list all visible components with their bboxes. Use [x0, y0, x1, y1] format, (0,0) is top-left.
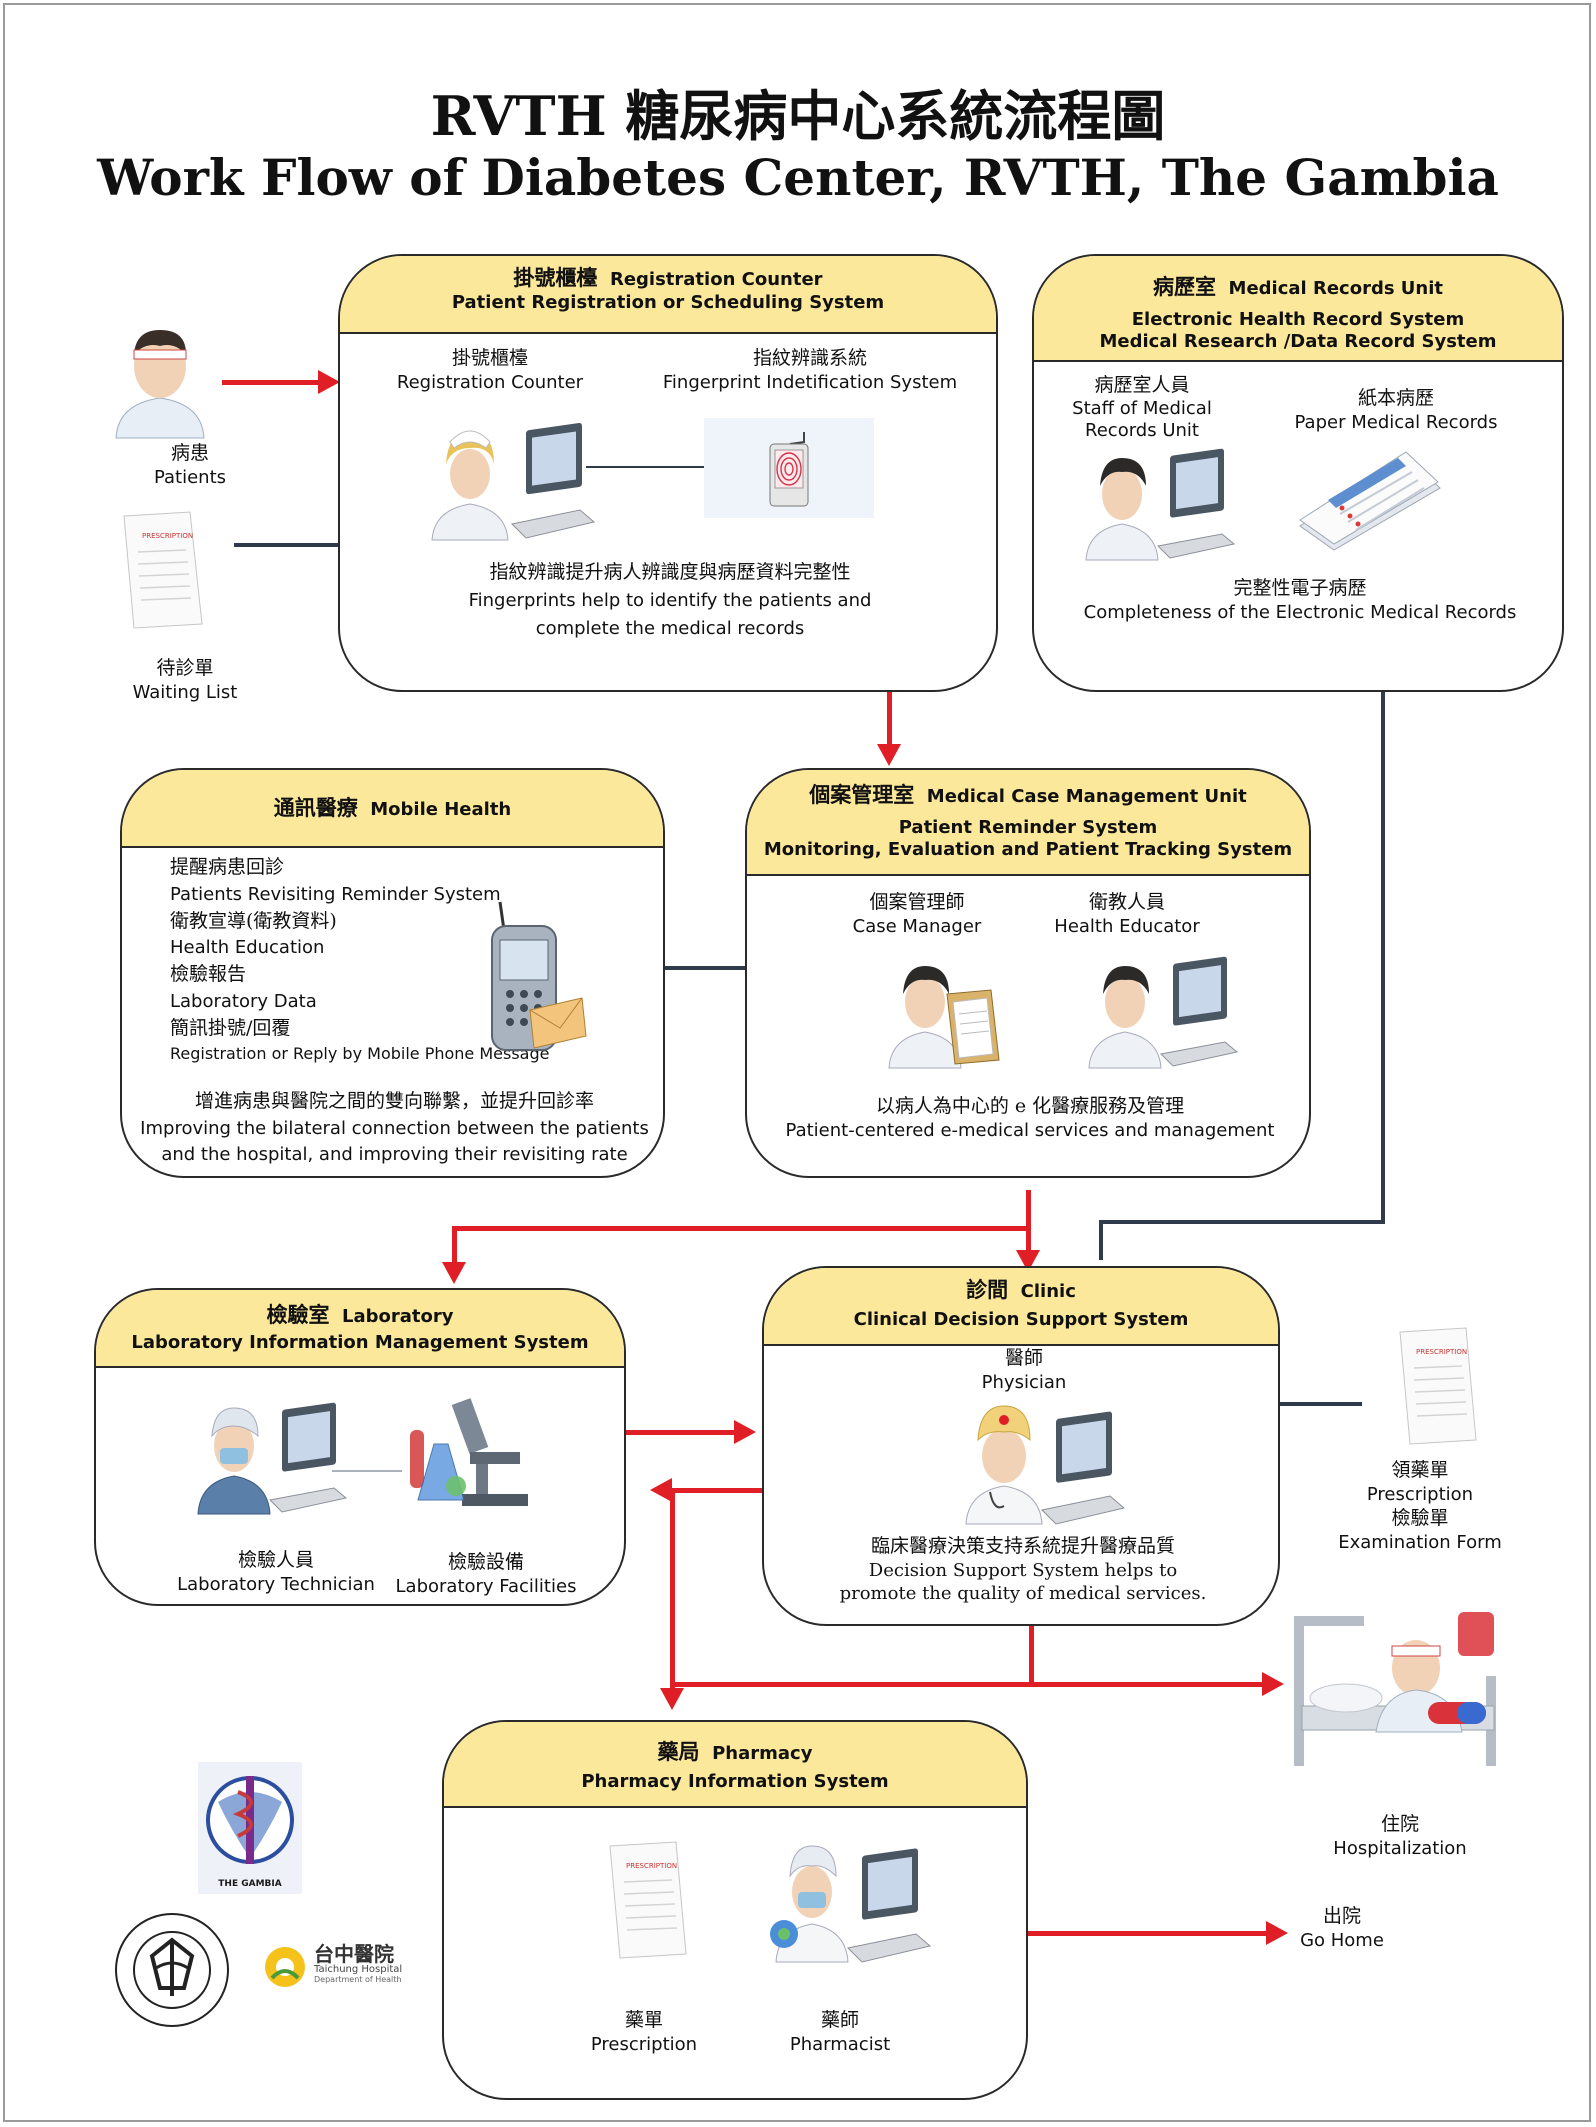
- pharmacy-header: 藥局 Pharmacy Pharmacy Information System: [444, 1722, 1026, 1808]
- registration-header: 掛號櫃檯 Registration Counter Patient Regist…: [340, 256, 996, 334]
- arrow-pharmacy-to-home: [1028, 1931, 1268, 1936]
- arrow-lab-to-clinic: [626, 1430, 736, 1435]
- case-management-box: 個案管理室 Medical Case Management Unit Patie…: [745, 768, 1311, 1178]
- page-frame: [3, 3, 1591, 2122]
- arrow-case-to-clinic: [1026, 1226, 1031, 1252]
- arrowhead-icon: [877, 744, 901, 766]
- arrow-to-hospitalization: [670, 1682, 1264, 1687]
- arrow-case-to-lab: [452, 1226, 457, 1264]
- waiting-list-label: 待診單 Waiting List: [132, 657, 238, 703]
- taichung-hospital-text: 台中醫院 Taichung Hospital Department of Hea…: [314, 1942, 403, 1984]
- arrowhead-icon: [734, 1420, 756, 1444]
- pharmacy-box: 藥局 Pharmacy Pharmacy Information System …: [442, 1720, 1028, 2100]
- records-note: 完整性電子病歷 Completeness of the Electronic M…: [1083, 577, 1517, 623]
- svg-text:PRESCRIPTION: PRESCRIPTION: [626, 1862, 677, 1870]
- arrowhead-icon: [1262, 1672, 1284, 1696]
- paper-records-label: 紙本病歷 Paper Medical Records: [1294, 387, 1498, 433]
- lab-header: 檢驗室 Laboratory Laboratory Information Ma…: [96, 1290, 624, 1368]
- registration-counter-label: 掛號櫃檯 Registration Counter: [396, 347, 584, 393]
- mobile-header: 通訊醫療 Mobile Health: [122, 770, 663, 848]
- hospitalization-label: 住院 Hospitalization: [1333, 1813, 1467, 1859]
- department-of-health-seal: [115, 1913, 229, 2027]
- paper-medical-records-icon: [1299, 451, 1441, 551]
- pharmacist-computer-icon: [770, 1845, 932, 1963]
- records-header: 病歷室 Medical Records Unit Electronic Heal…: [1034, 256, 1562, 362]
- registration-note: 指紋辨識提升病人辨識度與病歷資料完整性 Fingerprints help to…: [468, 561, 872, 640]
- physician-label: 醫師 Physician: [981, 1347, 1067, 1393]
- patients-label: 病患 Patients: [153, 442, 227, 488]
- arrow-to-pharmacy-v: [670, 1488, 675, 1690]
- records-staff-label: 病歷室人員 Staff of Medical Records Unit: [1072, 374, 1212, 442]
- lab-technician-label: 檢驗人員 Laboratory Technician: [177, 1549, 375, 1595]
- taichung-hospital-logo-icon: [265, 1947, 305, 1987]
- connector-records-clinic-v: [1381, 692, 1385, 1222]
- prescription-form-icon: PRESCRIPTION: [1399, 1327, 1477, 1445]
- connector-clinic-forms: [1280, 1402, 1362, 1406]
- case-manager-clipboard-icon: [888, 966, 1000, 1069]
- mobile-phone-icon: [491, 901, 587, 1051]
- arrowhead-icon: [318, 370, 340, 394]
- lab-facilities-label: 檢驗設備 Laboratory Facilities: [395, 1551, 577, 1597]
- svg-text:PRESCRIPTION: PRESCRIPTION: [1416, 1348, 1467, 1356]
- case-header: 個案管理室 Medical Case Management Unit Patie…: [747, 770, 1309, 876]
- connector-records-clinic-v2: [1099, 1220, 1103, 1260]
- arrowhead-icon: [442, 1262, 466, 1284]
- health-educator-computer-icon: [1088, 956, 1239, 1069]
- health-educator-label: 衛教人員 Health Educator: [1054, 891, 1200, 937]
- case-manager-label: 個案管理師 Case Manager: [852, 891, 982, 937]
- hospital-bed-patient-icon: [1294, 1612, 1496, 1766]
- arrowhead-icon: [650, 1478, 672, 1502]
- connector-records-clinic-h: [1099, 1220, 1385, 1224]
- svg-text:PRESCRIPTION: PRESCRIPTION: [142, 532, 193, 540]
- arrowhead-icon: [1266, 1921, 1288, 1945]
- pharmacist-label: 藥師 Pharmacist: [789, 2009, 891, 2055]
- registration-counter-box: 掛號櫃檯 Registration Counter Patient Regist…: [338, 254, 998, 692]
- pharmacy-prescription-icon: PRESCRIPTION: [609, 1841, 687, 1959]
- arrowhead-icon: [660, 1688, 684, 1710]
- patient-icon: [115, 330, 205, 439]
- clinic-note: 臨床醫療決策支持系統提升醫療品質 Decision Support System…: [839, 1535, 1207, 1605]
- arrow-case-down: [1026, 1190, 1031, 1230]
- title-english: Work Flow of Diabetes Center, RVTH, The …: [97, 148, 1499, 207]
- connector-tech-facilities: [332, 1470, 402, 1472]
- connector-counter-fingerprint: [586, 466, 704, 468]
- clinic-forms-label: 領藥單 Prescription 檢驗單 Examination Form: [1338, 1459, 1502, 1553]
- medical-records-box: 病歷室 Medical Records Unit Electronic Heal…: [1032, 254, 1564, 692]
- mobile-health-box: 通訊醫療 Mobile Health 提醒病患回診 Patients Revis…: [120, 768, 665, 1178]
- waiting-list-document-icon: PRESCRIPTION: [123, 511, 203, 629]
- mobile-item-list: 提醒病患回診 Patients Revisiting Reminder Syst…: [170, 856, 550, 1064]
- laboratory-box: 檢驗室 Laboratory Laboratory Information Ma…: [94, 1288, 626, 1606]
- svg-text:THE GAMBIA: THE GAMBIA: [218, 1879, 281, 1889]
- fingerprint-label: 指紋辨識系統 Fingerprint Indetification System: [662, 347, 958, 393]
- rvth-logo: THE GAMBIA: [198, 1762, 302, 1894]
- clinic-header: 診間 Clinic Clinical Decision Support Syst…: [764, 1268, 1278, 1346]
- go-home-label: 出院 Go Home: [1300, 1905, 1384, 1951]
- connector-waiting-list: [234, 543, 338, 547]
- arrow-patients-to-registration: [222, 380, 322, 385]
- connector-mobile-case: [665, 966, 745, 970]
- records-staff-computer-icon: [1085, 448, 1236, 561]
- arrow-clinic-to-lab: [670, 1488, 762, 1493]
- arrow-clinic-down: [1029, 1620, 1034, 1686]
- pharmacy-prescription-label: 藥單 Prescription: [590, 2009, 698, 2055]
- lab-technician-computer-icon: [197, 1402, 348, 1515]
- lab-equipment-icon: [410, 1398, 528, 1506]
- clinic-box: 診間 Clinic Clinical Decision Support Syst…: [762, 1266, 1280, 1626]
- title-chinese: RVTH 糖尿病中心系統流程圖: [430, 84, 1166, 148]
- mobile-note: 增進病患與醫院之間的雙向聯繫，並提升回診率 Improving the bila…: [140, 1090, 649, 1165]
- receptionist-computer-icon: [431, 423, 596, 541]
- physician-computer-icon: [965, 1405, 1126, 1525]
- arrow-registration-to-case: [887, 692, 892, 746]
- arrowhead-icon: [1016, 1250, 1040, 1272]
- fingerprint-scanner-icon: [769, 432, 809, 507]
- arrow-case-split: [452, 1226, 1031, 1231]
- case-note: 以病人為中心的 e 化醫療服務及管理 Patient-centered e-me…: [785, 1095, 1275, 1141]
